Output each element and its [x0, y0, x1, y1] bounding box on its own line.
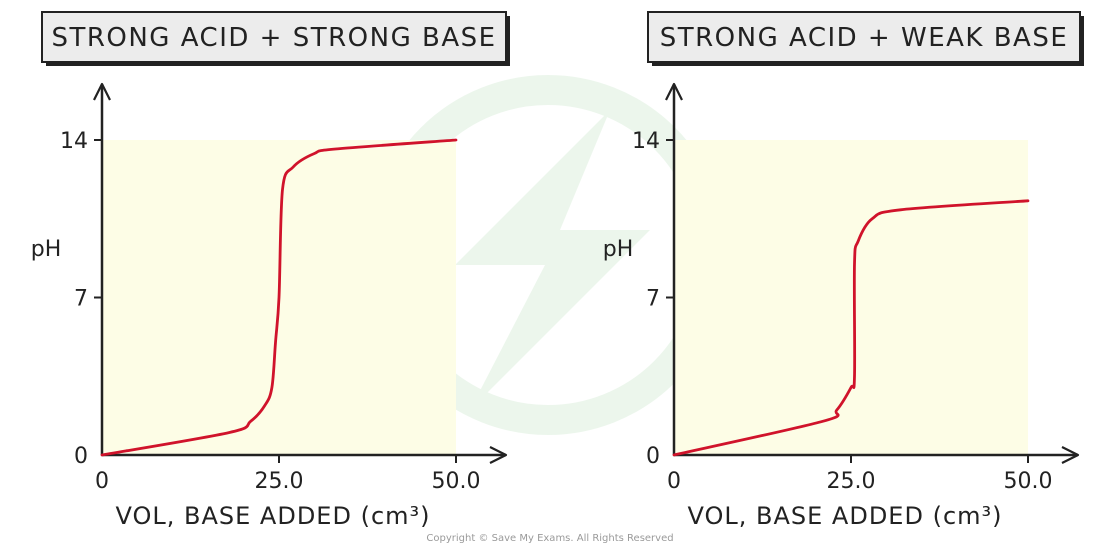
- x-tick-label: 0: [667, 469, 681, 494]
- y-tick-label: 0: [74, 444, 88, 469]
- x-tick-label: 25.0: [827, 469, 876, 494]
- y-tick-label: 14: [60, 129, 88, 154]
- x-tick-label: 50.0: [432, 469, 481, 494]
- x-axis-label: VOL, BASE ADDED (cm³): [116, 502, 431, 530]
- y-tick-label: 14: [632, 129, 660, 154]
- title-box: [41, 11, 507, 63]
- x-tick-label: 25.0: [255, 469, 304, 494]
- x-tick-label: 0: [95, 469, 109, 494]
- y-tick-label: 7: [74, 287, 88, 312]
- titration-chart-1: STRONG ACID + STRONG BASE 0 7 14 0 25.0 50.0 pH…: [31, 11, 510, 530]
- titration-chart-2: STRONG ACID + WEAK BASE 0 7 14 0 25.0 50.0 pH VO…: [603, 11, 1084, 530]
- y-tick-label: 7: [646, 287, 660, 312]
- x-axis-label: VOL, BASE ADDED (cm³): [688, 502, 1003, 530]
- ph-curve-series-1: [100, 138, 458, 457]
- title-box: [647, 11, 1081, 63]
- chart-title: STRONG ACID + STRONG BASE: [51, 23, 496, 53]
- plot-area: [674, 140, 1028, 455]
- x-tick-label: 50.0: [1004, 469, 1053, 494]
- y-axis-label: pH: [31, 237, 62, 262]
- ph-curve-series-1: [672, 199, 1030, 457]
- y-axis-label: pH: [603, 237, 634, 262]
- y-tick-label: 0: [646, 444, 660, 469]
- copyright-text: Copyright © Save My Exams. All Rights Re…: [426, 533, 673, 544]
- chart-title: STRONG ACID + WEAK BASE: [660, 23, 1069, 53]
